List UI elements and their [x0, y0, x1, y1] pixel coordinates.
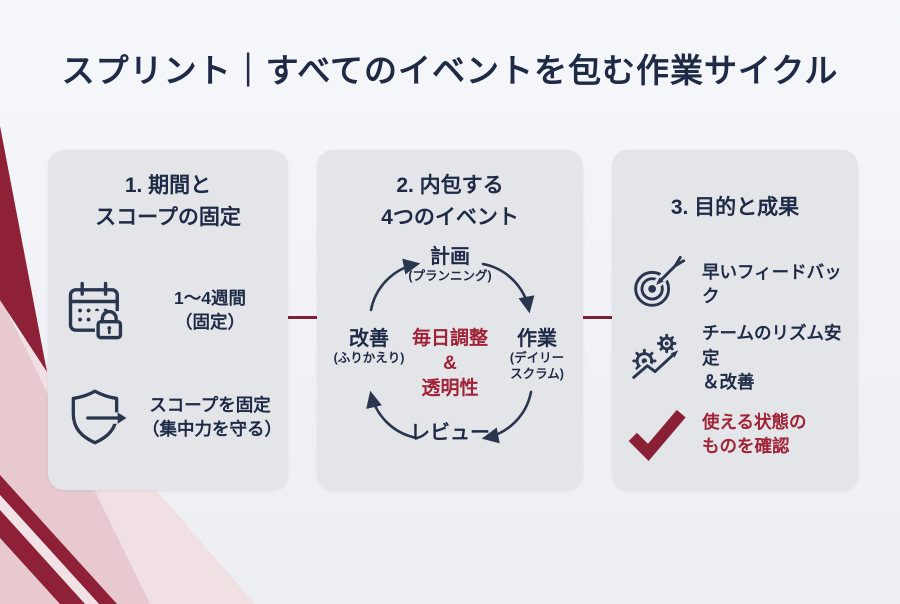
retro-sub: (ふりかえり) — [333, 351, 405, 365]
maroon-stripe-2 — [0, 510, 85, 604]
duration-line2: （固定） — [175, 312, 245, 332]
panel1-title: 1. 期間と スコープの固定 — [48, 170, 288, 233]
scope-text: スコープを固定 （集中力を守る） — [142, 393, 282, 442]
arrow-review-to-retro — [366, 390, 419, 440]
page-title: スプリント｜すべてのイベントを包む作業サイクル — [61, 52, 839, 89]
panel1-title-line1: 1. 期間と — [124, 174, 212, 197]
sprint-cycle-diagram: 計画 (プランニング) 作業 (デイリー スクラム) レビュー 改善 (ふりかえ… — [325, 246, 575, 460]
done-line2: ものを確認 — [702, 436, 790, 456]
panel2-title: 2. 内包する 4つのイベント — [317, 170, 583, 233]
work-sub2: スクラム) — [510, 366, 564, 381]
scope-line1: スコープを固定 — [149, 394, 271, 415]
rhythm-line1: チームのリズム安定 — [702, 323, 842, 368]
target-arrow-icon — [622, 253, 692, 315]
light-stripe — [0, 495, 99, 604]
panel2-title-line2: 4つのイベント — [381, 205, 519, 229]
shield-arrow-icon — [60, 384, 132, 450]
panel-duration-scope: 1. 期間と スコープの固定 — [48, 150, 288, 490]
arrow-plan-to-work — [481, 262, 535, 314]
check-icon — [622, 403, 692, 465]
rhythm-text: チームのリズム安定 ＆改善 — [702, 321, 848, 395]
connector-line-1 — [287, 316, 317, 319]
scope-item: スコープを固定 （集中力を守る） — [60, 372, 282, 462]
arrow-retro-to-plan — [369, 258, 421, 312]
feedback-item: 早いフィードバック — [622, 246, 848, 322]
arrow-work-to-review — [481, 390, 533, 444]
retro-label: 改善 — [349, 328, 389, 350]
center-line2: & — [443, 353, 457, 375]
panel3-title: 3. 目的と成果 — [670, 196, 800, 219]
duration-item: 1～4週間 （固定） — [60, 262, 278, 358]
duration-line1: 1～4週間 — [174, 287, 246, 308]
panel-four-events: 2. 内包する 4つのイベント 計画 (プランニング) — [317, 150, 583, 490]
planning-sub: (プランニング) — [408, 269, 492, 283]
work-sub1: (デイリー — [509, 351, 565, 365]
scope-line2: （集中力を守る） — [142, 419, 282, 439]
feedback-line1: 早いフィードバック — [702, 261, 842, 307]
rhythm-item: チームのリズム安定 ＆改善 — [622, 320, 848, 396]
done-item: 使える状態の ものを確認 — [622, 396, 848, 472]
cycle-node-review: レビュー — [325, 422, 575, 445]
panel-purpose-outcomes: 3. 目的と成果 早いフィードバック — [612, 150, 858, 490]
center-line3: 透明性 — [421, 378, 479, 400]
center-line1: 毎日調整 — [411, 328, 488, 349]
panel1-title-line2: スコープの固定 — [95, 205, 241, 229]
duration-text: 1～4週間 （固定） — [142, 286, 278, 335]
done-line1: 使える状態の — [702, 411, 807, 432]
connector-line-2 — [583, 316, 613, 319]
panel2-title-line1: 2. 内包する — [396, 174, 504, 197]
maroon-stripe-1 — [0, 475, 117, 604]
rhythm-line2: ＆改善 — [702, 372, 755, 393]
cycle-center-note: 毎日調整 & 透明性 — [325, 326, 575, 401]
planning-label: 計画 — [430, 246, 470, 268]
gears-growth-icon — [622, 327, 692, 389]
calendar-lock-icon — [60, 276, 132, 344]
work-label: 作業 — [517, 328, 557, 350]
cycle-node-daily-scrum: 作業 (デイリー スクラム) — [495, 328, 579, 382]
maroon-wedge — [0, 126, 47, 372]
review-label: レビュー — [410, 422, 490, 444]
done-text: 使える状態の ものを確認 — [702, 410, 848, 459]
cycle-node-planning: 計画 (プランニング) — [325, 246, 575, 285]
cycle-node-retrospective: 改善 (ふりかえり) — [325, 328, 413, 367]
cycle-arrows — [366, 258, 535, 444]
feedback-text: 早いフィードバック — [702, 260, 848, 309]
